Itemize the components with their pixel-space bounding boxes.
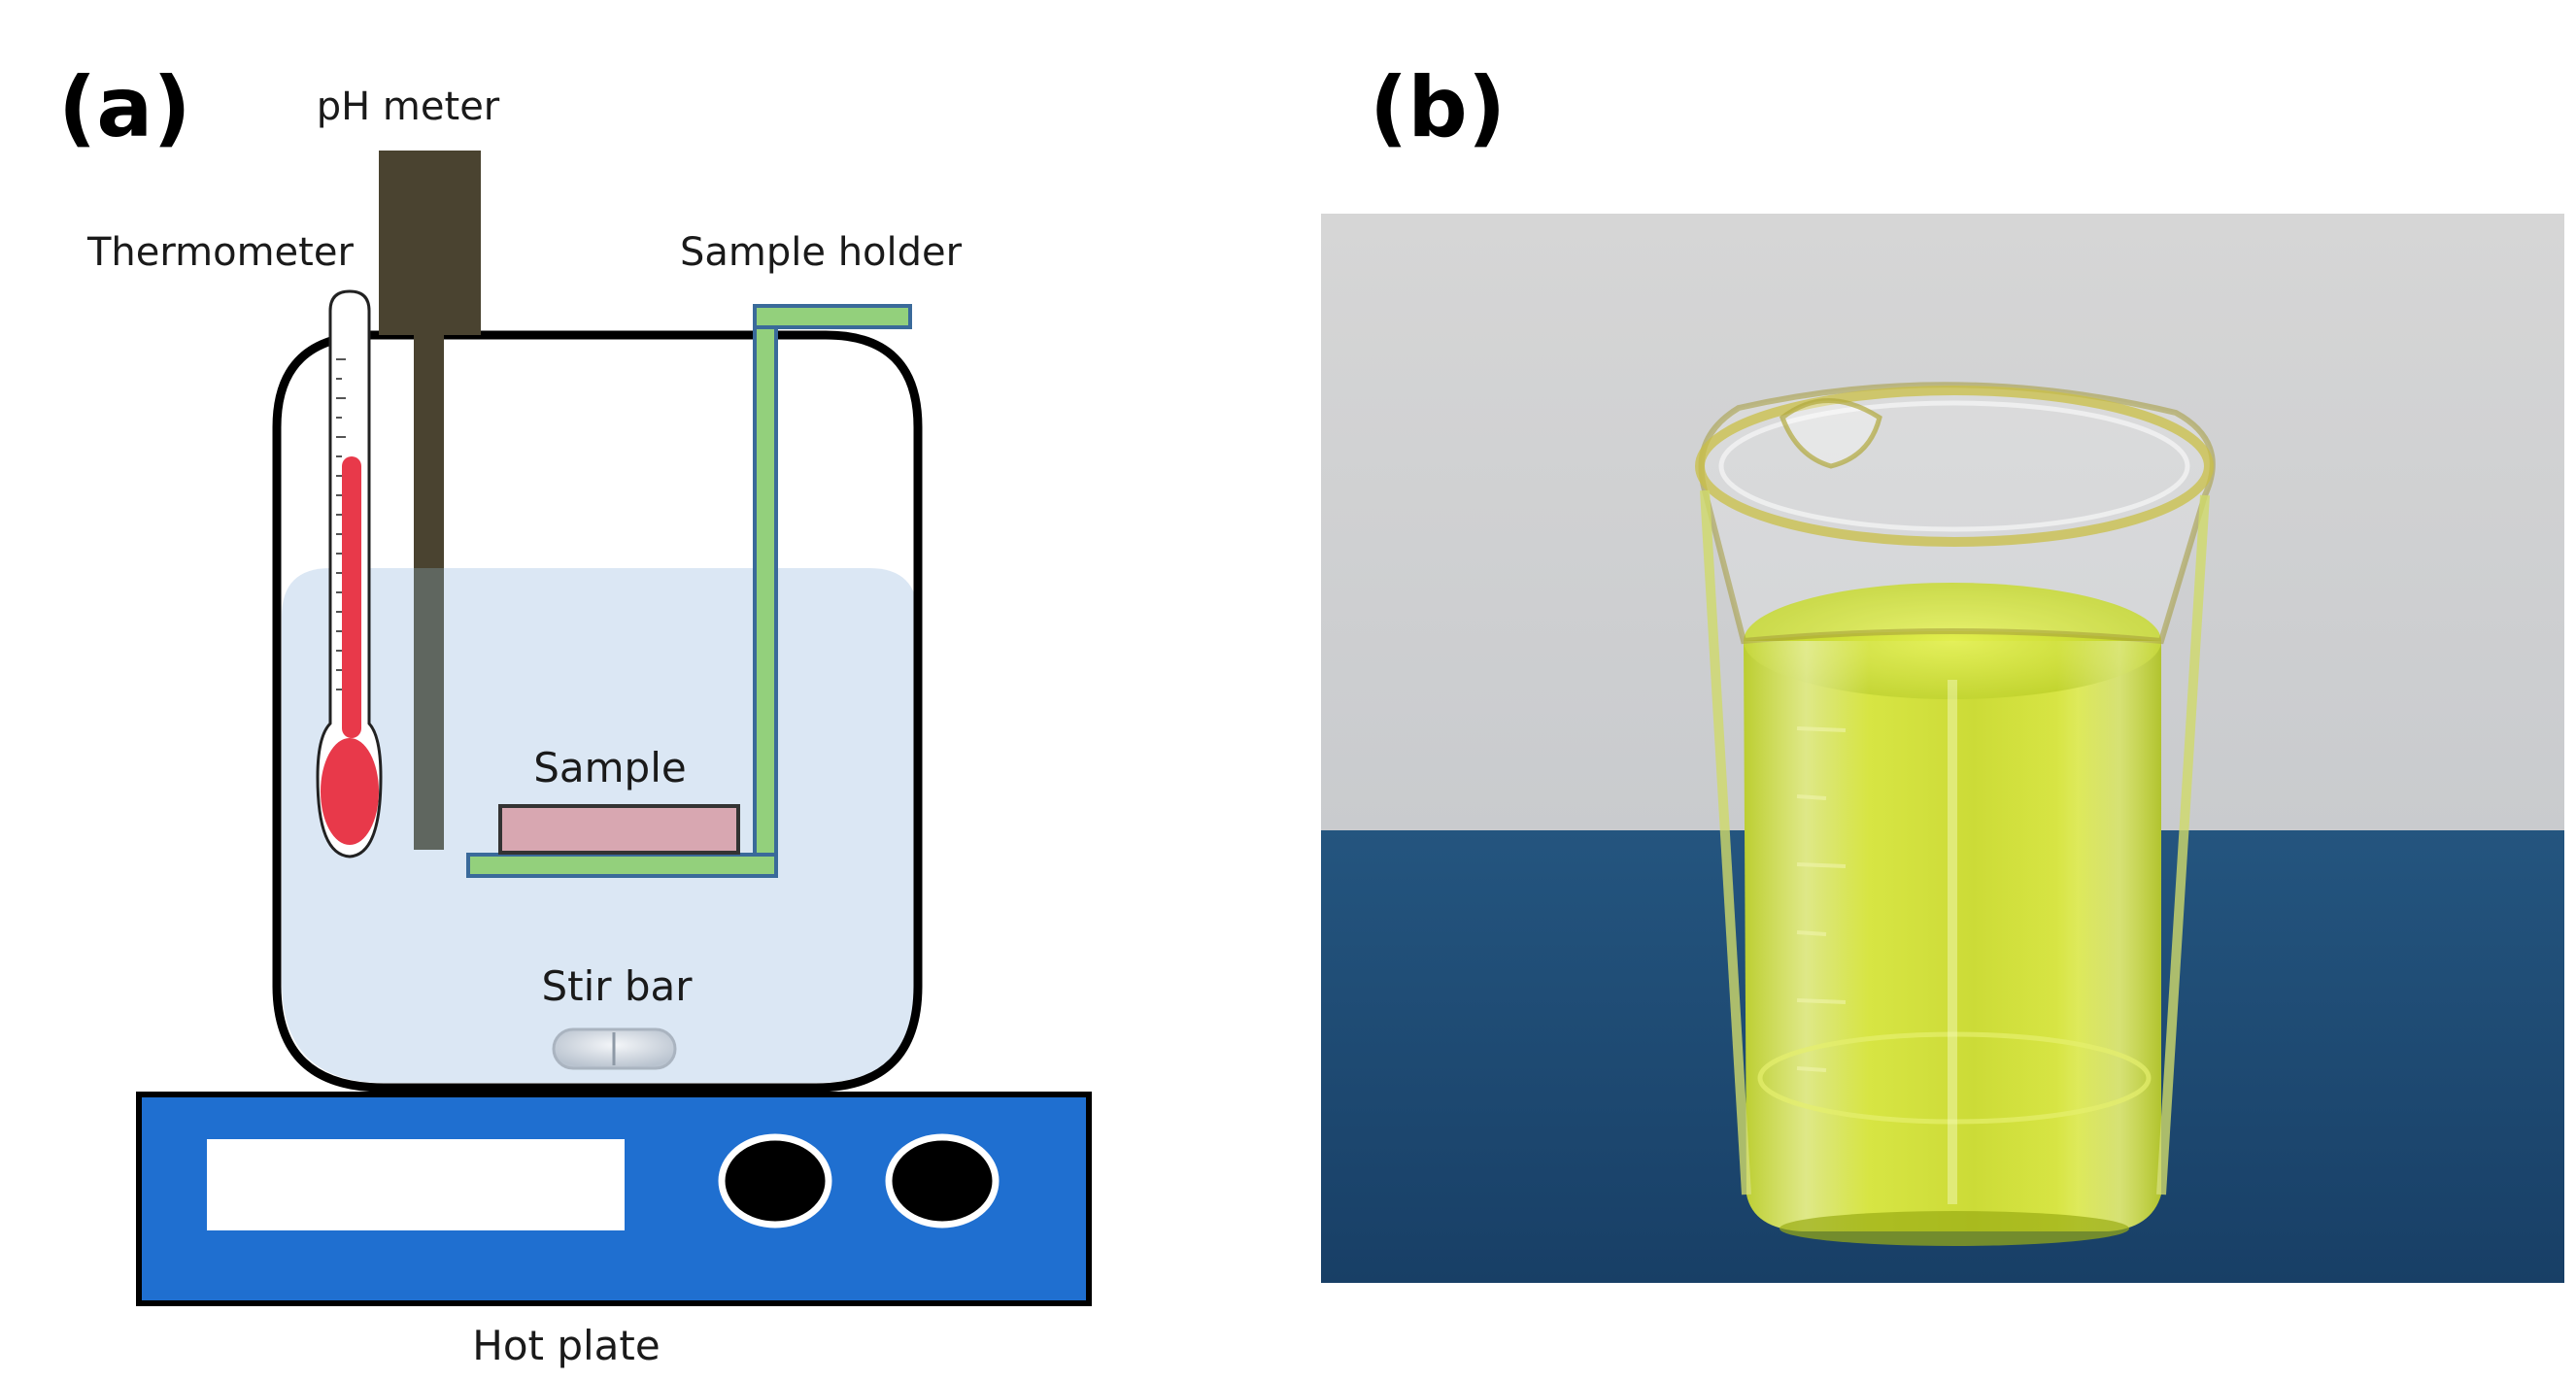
panel-b-label: (b) xyxy=(1370,59,1506,156)
panel-b-photo: (b) xyxy=(1321,59,2564,1283)
ph-meter-probe xyxy=(379,151,481,850)
hot-plate-label: Hot plate xyxy=(472,1322,660,1369)
hot-plate-knob xyxy=(718,1133,832,1229)
hot-plate-knob xyxy=(885,1133,1000,1229)
ph-meter-label: pH meter xyxy=(317,84,500,129)
photo-glass-upper xyxy=(1698,382,2216,645)
beaker-photo xyxy=(1321,214,2564,1283)
sample-label: Sample xyxy=(533,744,686,791)
stir-bar-icon xyxy=(552,1027,677,1070)
sample-holder-label: Sample holder xyxy=(680,230,963,275)
panel-a-label: (a) xyxy=(58,59,191,156)
panel-a-diagram: (a) pH meter xyxy=(58,59,1092,1369)
hot-plate-display xyxy=(207,1139,625,1230)
thermometer-icon xyxy=(316,289,383,858)
beaker-outline xyxy=(272,330,923,1093)
thermometer-label: Thermometer xyxy=(86,230,354,275)
stir-bar-label: Stir bar xyxy=(541,962,693,1010)
sample xyxy=(498,804,740,855)
hot-plate-icon xyxy=(136,1092,1092,1306)
sample-holder xyxy=(466,304,912,878)
